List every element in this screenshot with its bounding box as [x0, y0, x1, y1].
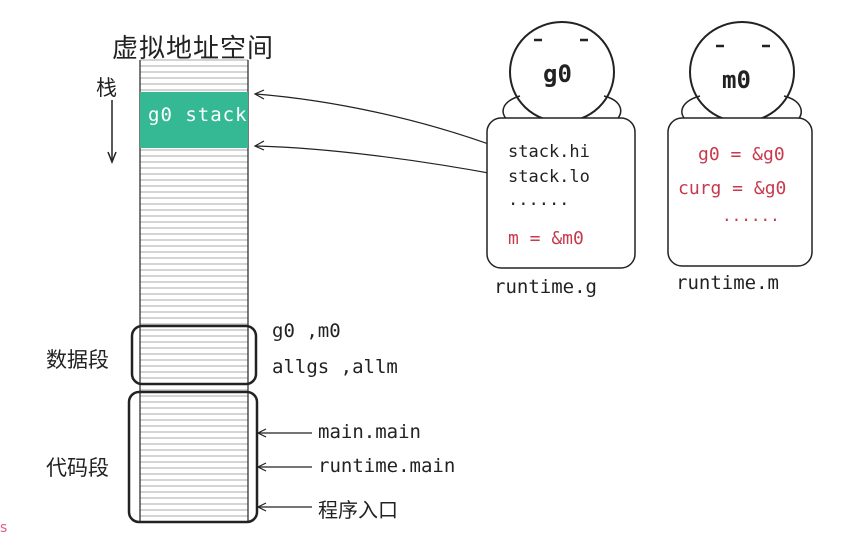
code-entry-point: 程序入口 — [318, 498, 398, 522]
g0-character — [486, 21, 636, 269]
g0-field-stack-hi: stack.hi — [508, 142, 590, 162]
g0-caption: runtime.g — [494, 276, 597, 298]
stack-segment-label: 栈 — [96, 76, 117, 100]
code-main-main: main.main — [318, 421, 421, 443]
g0-stack-label: g0 stack — [148, 104, 248, 126]
data-var-allgs-allm: allgs ,allm — [272, 356, 398, 378]
stack-hi-arrow — [253, 89, 506, 151]
g0-name: g0 — [543, 60, 572, 88]
g0-field-stack-lo: stack.lo — [508, 167, 590, 187]
m0-field-curg: curg = &g0 — [678, 178, 787, 199]
stack-lo-arrow — [253, 140, 506, 177]
m0-caption: runtime.m — [676, 272, 779, 294]
runtime-main-arrow — [256, 462, 312, 472]
m0-name: m0 — [722, 66, 751, 94]
stack-growth-arrow — [107, 100, 117, 165]
m0-struct-box — [667, 117, 813, 267]
g0-field-ellipsis: ...... — [508, 190, 570, 210]
data-segment-label: 数据段 — [46, 348, 109, 372]
m0-field-g0: g0 = &g0 — [698, 144, 785, 165]
g0-stack-region — [140, 92, 248, 148]
g0-struct-box — [486, 117, 636, 269]
stray-text: s — [0, 520, 8, 536]
data-var-g0-m0: g0 ,m0 — [272, 320, 341, 342]
code-segment-label: 代码段 — [46, 456, 109, 480]
main-main-arrow — [256, 428, 312, 438]
g0-m-ref: m = &m0 — [508, 228, 584, 249]
entry-point-arrow — [256, 502, 312, 512]
code-segment-box — [127, 390, 259, 524]
diagram-title: 虚拟地址空间 — [112, 34, 275, 64]
m0-character — [667, 21, 813, 267]
m0-field-ellipsis: ...... — [722, 206, 780, 225]
data-segment-box — [130, 324, 258, 386]
code-runtime-main: runtime.main — [318, 455, 456, 477]
